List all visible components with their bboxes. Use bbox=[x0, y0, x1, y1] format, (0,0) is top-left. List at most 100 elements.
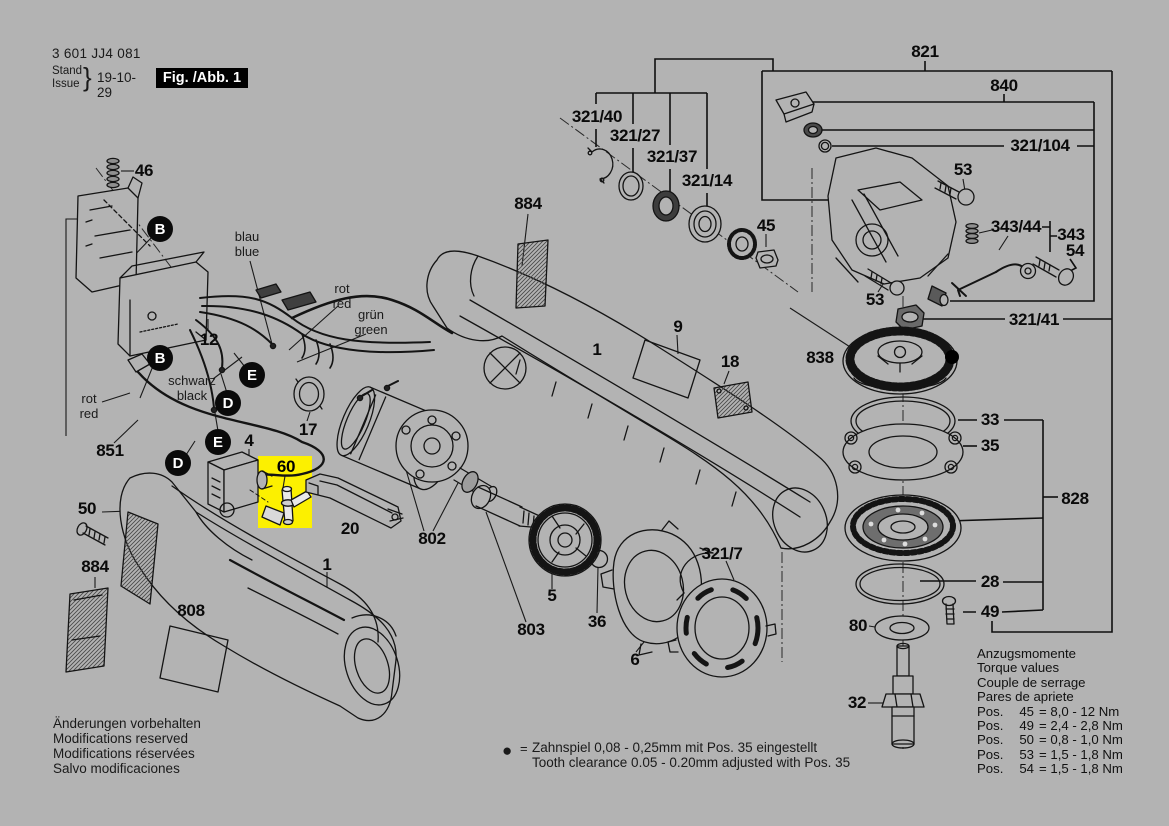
part-callout-851[interactable]: 851 bbox=[96, 441, 124, 460]
part-callout-808[interactable]: 808 bbox=[177, 601, 205, 620]
wire-color-de: grün bbox=[357, 307, 385, 322]
part-callout-828[interactable]: 828 bbox=[1061, 489, 1089, 508]
part-callout-802[interactable]: 802 bbox=[418, 529, 446, 548]
torque-title-line: Anzugsmomente bbox=[977, 646, 1076, 661]
part-callout-53[interactable]: 53 bbox=[953, 160, 973, 179]
legend-line-de: Zahnspiel 0,08 - 0,25mm mit Pos. 35 eing… bbox=[532, 740, 818, 755]
torque-row-pos-45: Pos.45= 8,0 - 12 Nm bbox=[977, 703, 1123, 719]
detail-letter-E: E bbox=[205, 429, 231, 455]
wire-color-en: black bbox=[176, 387, 208, 403]
spindle-32-drawing bbox=[881, 642, 925, 749]
revision-stamp: Stand Issue } 19-10-29 bbox=[52, 62, 141, 100]
part-callout-49[interactable]: 49 bbox=[980, 602, 1000, 621]
mounting-plate-drawing bbox=[75, 176, 151, 293]
part-callout-54[interactable]: 54 bbox=[1065, 241, 1085, 260]
revision-note-line: Salvo modificaciones bbox=[53, 761, 180, 776]
part-callout-53[interactable]: 53 bbox=[865, 290, 885, 309]
washer-80-drawing bbox=[874, 615, 930, 641]
part-callout-321-37[interactable]: 321/37 bbox=[646, 147, 698, 166]
spindle-shaft-drawing bbox=[470, 484, 550, 529]
flange-35-drawing bbox=[842, 423, 964, 481]
part-callout-884[interactable]: 884 bbox=[81, 557, 109, 576]
part-callout-5[interactable]: 5 bbox=[547, 586, 557, 605]
part-callout-17[interactable]: 17 bbox=[298, 420, 318, 439]
torque-pos-value: = 1,5 - 1,8 Nm bbox=[1039, 746, 1123, 762]
spring-46-drawing bbox=[106, 157, 120, 189]
part-callout-1[interactable]: 1 bbox=[592, 340, 602, 359]
detail-letter-D: D bbox=[165, 450, 191, 476]
wire-color-de: rot bbox=[81, 391, 97, 406]
part-callout-33[interactable]: 33 bbox=[980, 410, 1000, 429]
part-callout-28[interactable]: 28 bbox=[980, 572, 1000, 591]
torque-row-pos-54: Pos.54= 1,5 - 1,8 Nm bbox=[977, 761, 1123, 777]
part-callout-18[interactable]: 18 bbox=[720, 352, 740, 371]
part-callout-36[interactable]: 36 bbox=[587, 612, 607, 631]
bearing-flange-drawing bbox=[844, 494, 962, 562]
part-callout-50[interactable]: 50 bbox=[77, 499, 97, 518]
clamping-flange-drawing bbox=[667, 547, 777, 678]
switch-block-drawing bbox=[207, 451, 273, 513]
torque-pos-value: = 1,5 - 1,8 Nm bbox=[1039, 761, 1123, 777]
torque-row-pos-53: Pos.53= 1,5 - 1,8 Nm bbox=[977, 746, 1123, 762]
revision-note-line: Änderungen vorbehalten bbox=[53, 716, 201, 731]
part-callout-1[interactable]: 1 bbox=[322, 555, 332, 574]
part-callout-884[interactable]: 884 bbox=[514, 194, 542, 213]
part-callout-321-27[interactable]: 321/27 bbox=[609, 126, 661, 145]
part-callout-343[interactable]: 343 bbox=[1057, 225, 1085, 244]
part-callout-840[interactable]: 840 bbox=[990, 76, 1018, 95]
part-callout-12[interactable]: 12 bbox=[199, 330, 219, 349]
part-callout-80[interactable]: 80 bbox=[848, 616, 868, 635]
detail-letter-E: E bbox=[239, 362, 265, 388]
part-callout-35[interactable]: 35 bbox=[980, 436, 1000, 455]
part-callout-46[interactable]: 46 bbox=[134, 161, 154, 180]
part-callout-343-44[interactable]: 343/44 bbox=[990, 217, 1042, 236]
screw-50-drawing bbox=[76, 522, 109, 546]
detail-letter-D: D bbox=[215, 390, 241, 416]
part-callout-321-41[interactable]: 321/41 bbox=[1008, 310, 1060, 329]
part-callout-321-104[interactable]: 321/104 bbox=[1010, 136, 1070, 155]
wire-color-de: blau bbox=[234, 229, 260, 244]
torque-row-pos-50: Pos. 50 = 0,8 - 1,0 Nm bbox=[977, 732, 1123, 748]
motor-armature-drawing bbox=[336, 380, 498, 503]
torque-pos-value: = 0,8 - 1,0 Nm bbox=[1039, 732, 1123, 748]
part-callout-6[interactable]: 6 bbox=[630, 650, 640, 669]
wire-color-en: red bbox=[332, 295, 352, 311]
issue-label: Issue bbox=[52, 77, 80, 90]
torque-pos-value: = 8,0 - 12 Nm bbox=[1039, 703, 1120, 719]
revision-note-line: Modifications réservées bbox=[53, 746, 195, 761]
o-ring-28-drawing bbox=[855, 563, 945, 605]
torque-pos-value: = 2,4 - 2,8 Nm bbox=[1039, 718, 1123, 734]
part-callout-4[interactable]: 4 bbox=[244, 431, 254, 450]
revision-note-line: Modifications reserved bbox=[53, 731, 189, 746]
part-callout-821[interactable]: 821 bbox=[911, 42, 939, 61]
grip-pad-884-drawing bbox=[65, 587, 109, 673]
torque-pos-label: Pos. bbox=[977, 732, 1004, 748]
part-callout-32[interactable]: 32 bbox=[847, 693, 867, 712]
brace-glyph: } bbox=[83, 62, 92, 92]
torque-row-pos-49: Pos.49= 2,4 - 2,8 Nm bbox=[977, 718, 1123, 734]
torque-pos-number: 50 bbox=[1019, 732, 1034, 748]
legend-bullet-icon: ● bbox=[502, 741, 513, 760]
part-callout-20[interactable]: 20 bbox=[340, 519, 360, 538]
part-callout-803[interactable]: 803 bbox=[517, 620, 545, 639]
part-callout-60[interactable]: 60 bbox=[276, 457, 296, 476]
torque-title-line: Couple de serrage bbox=[977, 674, 1086, 690]
part-callout-45[interactable]: 45 bbox=[756, 216, 776, 235]
wire-color-de: schwarz bbox=[168, 373, 216, 388]
circlip-36-drawing bbox=[589, 549, 609, 569]
nut-321-41-drawing bbox=[895, 304, 925, 331]
part-callout-9[interactable]: 9 bbox=[673, 317, 683, 336]
part-callout-321-7[interactable]: 321/7 bbox=[701, 544, 743, 563]
part-callout-838[interactable]: 838 bbox=[806, 348, 834, 367]
legend-line-en: Tooth clearance 0.05 - 0.20mm adjusted w… bbox=[532, 755, 851, 770]
torque-title-line: Pares de apriete bbox=[977, 689, 1074, 705]
part-callout-321-14[interactable]: 321/14 bbox=[681, 171, 733, 190]
part-callout-321-40[interactable]: 321/40 bbox=[571, 107, 623, 126]
